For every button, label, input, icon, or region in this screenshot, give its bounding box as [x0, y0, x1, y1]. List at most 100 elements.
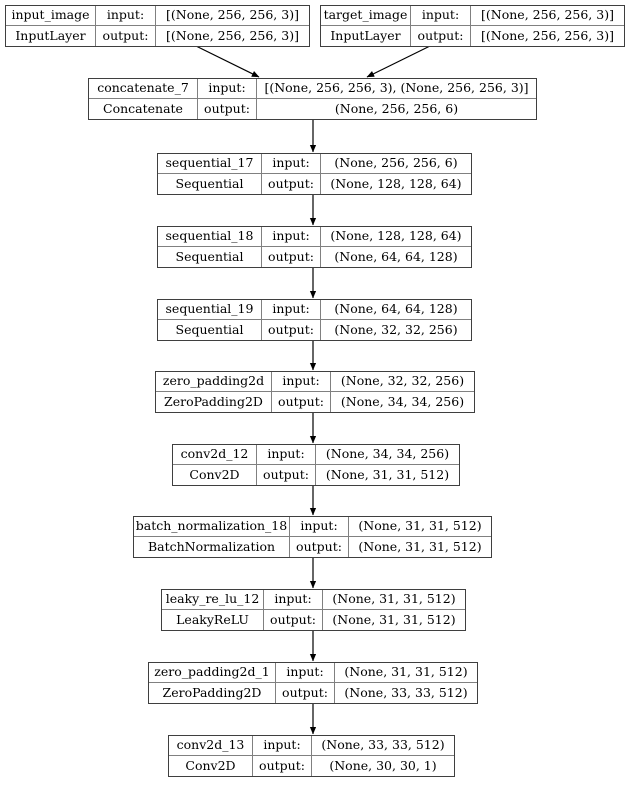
- layer-class: InputLayer: [321, 26, 411, 46]
- layer-name: concatenate_7: [89, 79, 198, 98]
- layer-class: InputLayer: [6, 26, 96, 46]
- output-label: output:: [198, 99, 257, 119]
- input-shape: (None, 34, 34, 256): [325, 446, 450, 462]
- output-label: output:: [272, 392, 331, 412]
- output-label: output:: [257, 465, 316, 485]
- layer-name: sequential_19: [158, 300, 262, 319]
- layer-class: Conv2D: [173, 465, 257, 485]
- output-label: output:: [262, 320, 321, 340]
- layer-class: ZeroPadding2D: [149, 683, 276, 703]
- output-shape: (None, 34, 34, 256): [340, 393, 465, 409]
- input-label: input:: [276, 663, 335, 682]
- output-shape: (None, 33, 33, 512): [344, 684, 468, 700]
- output-shape: (None, 30, 30, 1): [329, 757, 437, 773]
- layer-name: conv2d_12: [173, 445, 257, 464]
- layer-class: BatchNormalization: [134, 537, 290, 557]
- edge-target_image-to-concatenate_7: [366, 45, 431, 78]
- layer-name: input_image: [6, 6, 96, 25]
- layer-class: Sequential: [158, 247, 262, 267]
- output-shape: (None, 31, 31, 512): [358, 538, 482, 554]
- output-label: output:: [411, 26, 471, 46]
- output-shape: (None, 31, 31, 512): [325, 466, 450, 482]
- input-shape: [(None, 256, 256, 3)]: [481, 7, 614, 23]
- input-shape: (None, 31, 31, 512): [358, 518, 482, 534]
- output-shape: [(None, 256, 256, 3)]: [166, 27, 299, 43]
- layer-name: sequential_18: [158, 227, 262, 246]
- input-label: input:: [262, 300, 321, 319]
- output-shape: (None, 31, 31, 512): [332, 611, 456, 627]
- input-shape: (None, 32, 32, 256): [340, 373, 465, 389]
- output-shape: (None, 128, 128, 64): [330, 175, 462, 191]
- input-shape: (None, 33, 33, 512): [321, 737, 445, 753]
- edge-input_image-to-concatenate_7: [195, 45, 260, 78]
- layer-name: zero_padding2d: [156, 372, 272, 391]
- input-label: input:: [198, 79, 257, 98]
- input-shape: (None, 31, 31, 512): [344, 664, 468, 680]
- output-label: output:: [253, 756, 312, 776]
- input-label: input:: [262, 227, 321, 246]
- output-shape: (None, 256, 256, 6): [334, 100, 459, 116]
- input-shape: [(None, 256, 256, 3)]: [166, 7, 299, 23]
- output-label: output:: [290, 537, 349, 557]
- output-label: output:: [264, 610, 323, 630]
- input-shape: (None, 256, 256, 6): [334, 155, 458, 171]
- output-shape: (None, 64, 64, 128): [334, 248, 458, 264]
- input-label: input:: [411, 6, 471, 25]
- layer-class: LeakyReLU: [162, 610, 264, 630]
- output-label: output:: [276, 683, 335, 703]
- layer-class: Sequential: [158, 320, 262, 340]
- input-label: input:: [290, 517, 349, 536]
- layer-name: conv2d_13: [169, 736, 253, 755]
- output-label: output:: [96, 26, 156, 46]
- input-shape: (None, 128, 128, 64): [330, 228, 462, 244]
- input-label: input:: [253, 736, 312, 755]
- input-shape: (None, 64, 64, 128): [334, 301, 458, 317]
- output-shape: [(None, 256, 256, 3)]: [481, 27, 614, 43]
- layer-name: leaky_re_lu_12: [162, 590, 264, 609]
- input-label: input:: [262, 154, 321, 173]
- input-label: input:: [257, 445, 316, 464]
- input-shape: (None, 31, 31, 512): [332, 591, 456, 607]
- layer-class: Sequential: [158, 174, 262, 194]
- layer-class: ZeroPadding2D: [156, 392, 272, 412]
- input-shape: [(None, 256, 256, 3), (None, 256, 256, 3…: [264, 80, 529, 96]
- input-label: input:: [264, 590, 323, 609]
- layer-name: zero_padding2d_1: [149, 663, 276, 682]
- output-label: output:: [262, 247, 321, 267]
- output-shape: (None, 32, 32, 256): [334, 321, 458, 337]
- layer-name: sequential_17: [158, 154, 262, 173]
